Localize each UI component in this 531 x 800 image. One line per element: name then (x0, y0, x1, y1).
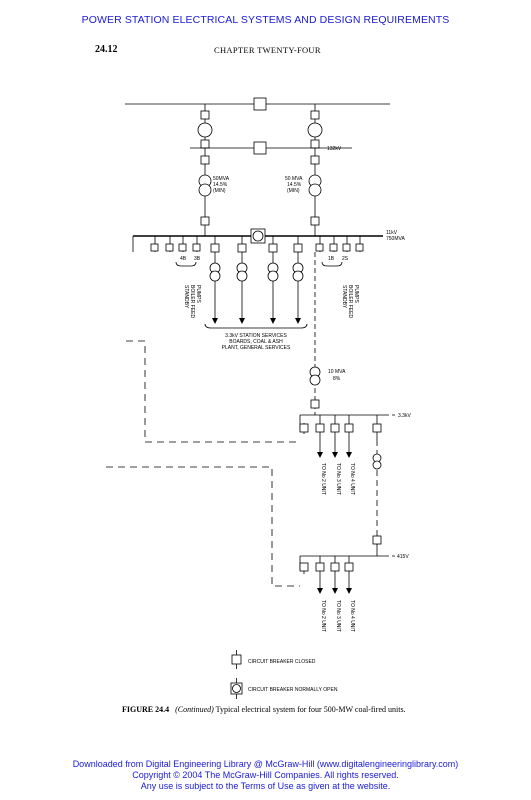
svg-text:PUMPS: PUMPS (353, 285, 359, 303)
breaker-right-3 (310, 155, 320, 165)
label-upper-feeder-4: TO No 4 UNIT (349, 463, 355, 495)
bracket-left-pumps (175, 261, 197, 267)
bus-section-breaker-132kv (253, 141, 267, 155)
svg-text:BOILER FEED: BOILER FEED (347, 285, 353, 318)
label-lower-feeder-3: TO No 3 UNIT (335, 600, 341, 632)
label-3b: 3B (194, 256, 201, 262)
label-10mva-impedance: 8% (333, 376, 341, 382)
figure-number: FIGURE 24.4 (122, 705, 170, 714)
footer-copyright-line: Copyright © 2004 The McGraw-Hill Compani… (132, 770, 399, 780)
label-tx-right-impedance: 14.5% (287, 182, 302, 188)
legend-breaker-closed-icon (231, 654, 242, 665)
breaker-left-3 (200, 155, 210, 165)
label-lower-feeder-4: TO No 4 UNIT (349, 600, 355, 632)
label-1b: 1B (328, 256, 335, 262)
dashed-interconnections (106, 340, 300, 587)
label-lower-feeder-2: TO No 2 UNIT (320, 600, 326, 632)
breaker-right-2 (310, 139, 320, 149)
label-2s: 2S (342, 256, 349, 262)
legend-open-circle-icon (232, 684, 241, 693)
left-drops-11kv (150, 236, 201, 252)
feeder-arrows-415v (317, 588, 352, 594)
label-tx-right-rating: 50 MVA (285, 176, 303, 182)
label-tx-left-impedance: 14.5% (213, 182, 228, 188)
breaker-right-4 (310, 216, 320, 226)
label-10mva: 10 MVA (328, 369, 346, 375)
label-standby-left: STANDBY BOILER FEED PUMPS (183, 285, 201, 318)
breaker-left-1 (200, 110, 210, 120)
bracket-station-services (204, 323, 308, 329)
legend-open-label: CIRCUIT BREAKER NORMALLY OPEN (248, 687, 338, 693)
label-upper-feeder-2: TO No 2 UNIT (320, 463, 326, 495)
label-standby-right: STANDBY BOILER FEED PUMPS (341, 285, 359, 318)
feeders-415v (299, 556, 354, 590)
label-415v: 415V (397, 554, 409, 560)
page-number: 24.12 (95, 44, 118, 55)
breaker-left-2 (200, 139, 210, 149)
breaker-10mva (310, 399, 320, 409)
label-tx-left-rating: 50MVA (213, 176, 230, 182)
svg-text:STANDBY: STANDBY (183, 285, 189, 309)
tx-415v-winding-2-icon (372, 460, 382, 470)
breaker-right-1 (310, 110, 320, 120)
label-750mva: 750MVA (386, 236, 405, 242)
right-drops-11kv (315, 236, 364, 252)
label-station-services-2: BOARDS, COAL & ASH (229, 339, 283, 345)
label-upper-feeder-3: TO No 3 UNIT (335, 463, 341, 495)
label-station-services-1: 3.3kV STATION SERVICES (225, 333, 287, 339)
breaker-415v-incomer (372, 535, 382, 545)
caption-continued: (Continued) (175, 705, 214, 714)
label-11kv: 11kV (386, 230, 398, 236)
caption-text: Typical electrical system for four 500-M… (215, 705, 406, 714)
chapter-heading: CHAPTER TWENTY-FOUR (214, 45, 321, 55)
label-3-3kv: 3.3kV (398, 413, 411, 419)
station-service-arrows (212, 318, 301, 324)
label-132kv: 132kV (327, 146, 342, 152)
feeders-3-3kv (299, 415, 382, 455)
label-tx-right-min: (MIN) (287, 188, 300, 194)
legend-closed-label: CIRCUIT BREAKER CLOSED (248, 659, 316, 665)
right-upper-transformer-icon (307, 122, 323, 138)
footer-download-line[interactable]: Downloaded from Digital Engineering Libr… (72, 759, 459, 769)
breaker-left-4 (200, 216, 210, 226)
page-header-title: POWER STATION ELECTRICAL SYSTEMS AND DES… (81, 14, 450, 26)
left-transformer-winding-2-icon (198, 183, 212, 197)
bus-section-breaker-open-icon (252, 230, 264, 242)
label-tx-left-min: (MIN) (213, 188, 226, 194)
bracket-right-pumps (321, 261, 343, 267)
right-transformer-winding-2-icon (308, 183, 322, 197)
label-station-services-3: PLANT, GENERAL SERVICES (222, 345, 291, 351)
svg-text:STANDBY: STANDBY (341, 285, 347, 309)
svg-text:PUMPS: PUMPS (195, 285, 201, 303)
figure-caption: FIGURE 24.4 (Continued) Typical electric… (122, 705, 422, 715)
label-4b: 4B (180, 256, 187, 262)
bus-section-breaker-top (253, 97, 267, 111)
left-upper-transformer-icon (197, 122, 213, 138)
svg-text:BOILER FEED: BOILER FEED (189, 285, 195, 318)
footer-terms-line[interactable]: Any use is subject to the Terms of Use a… (140, 781, 391, 791)
feeder-arrows-3-3kv (317, 452, 352, 458)
station-transformers (209, 236, 304, 320)
tx-10mva-winding-2-icon (309, 374, 321, 386)
